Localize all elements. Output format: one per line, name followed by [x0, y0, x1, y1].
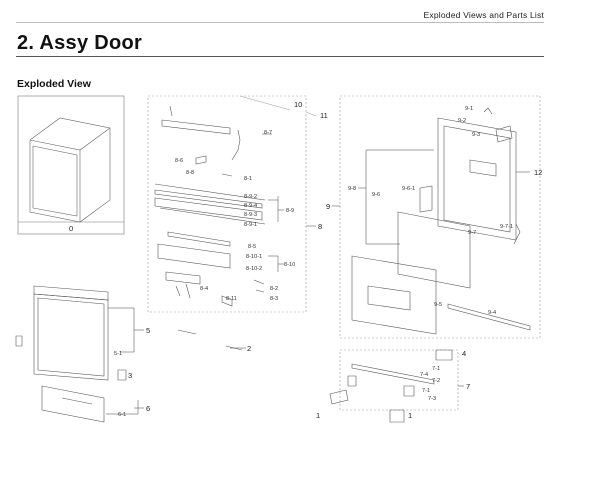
label-1b: 1: [408, 411, 412, 420]
label-9-8: 9-8: [348, 186, 356, 192]
leader-lines: [106, 133, 530, 415]
label-8-9-1: 8-9-1: [244, 222, 257, 228]
label-8-9-3: 8-9-3: [244, 212, 257, 218]
label-7-4: 7-4: [420, 372, 428, 378]
group-9-parts: [351, 107, 531, 335]
label-10: 10: [294, 100, 302, 109]
dishwasher-illustration: [29, 117, 111, 223]
label-9-7-1: 9-7-1: [500, 224, 513, 230]
label-9-5: 9-5: [434, 302, 442, 308]
label-9-3: 9-3: [472, 132, 480, 138]
label-6: 6: [146, 404, 150, 413]
label-7: 7: [466, 382, 470, 391]
label-8: 8: [318, 222, 322, 231]
label-8-9-4: 8-9-4: [244, 203, 257, 209]
group-7-box: [339, 349, 459, 411]
group-9-box: [339, 95, 541, 339]
label-11: 11: [320, 111, 328, 120]
label-8-10: 8-10: [284, 262, 295, 268]
toe-kick-panel: [41, 385, 105, 423]
label-8-10-1: 8-10-1: [246, 254, 262, 260]
title-rule: [16, 56, 544, 57]
label-9-7: 9-7: [468, 230, 476, 236]
header-section-title: Exploded Views and Parts List: [423, 10, 544, 20]
page-title: 2. Assy Door: [17, 32, 143, 54]
label-4: 4: [462, 349, 466, 358]
label-9-2: 9-2: [458, 118, 466, 124]
label-9-6-1: 9-6-1: [402, 186, 415, 192]
label-8-3: 8-3: [270, 296, 278, 302]
header-rule: [16, 22, 544, 23]
label-9-6: 9-6: [372, 192, 380, 198]
group-8-parts: [154, 105, 266, 307]
label-7-2: 7-2: [432, 378, 440, 384]
label-9-1: 9-1: [465, 106, 473, 112]
label-8-6: 8-6: [175, 158, 183, 164]
label-5: 5: [146, 326, 150, 335]
small-parts: [177, 329, 453, 423]
label-7-1: 7-1: [432, 366, 440, 372]
label-8-11: 8-11: [226, 296, 237, 302]
label-8-5: 8-5: [248, 244, 256, 250]
assembly-0-box: [17, 95, 125, 235]
label-3: 3: [128, 371, 132, 380]
label-6-1: 6-1: [118, 412, 126, 418]
group-8-box: [147, 95, 307, 313]
label-7-1b: 7-1: [422, 388, 430, 394]
label-8-4: 8-4: [200, 286, 208, 292]
label-7-3: 7-3: [428, 396, 436, 402]
label-8-8: 8-8: [186, 170, 194, 176]
outer-door-panel: [15, 285, 127, 381]
label-8-9-2: 8-9-2: [244, 194, 257, 200]
label-8-7: 8-7: [264, 130, 272, 136]
section-heading: Exploded View: [17, 78, 91, 90]
label-12: 12: [534, 168, 542, 177]
label-2: 2: [247, 344, 251, 353]
label-0: 0: [69, 224, 73, 233]
label-8-2: 8-2: [270, 286, 278, 292]
label-8-1: 8-1: [244, 176, 252, 182]
label-8-10-2: 8-10-2: [246, 266, 262, 272]
label-9: 9: [326, 202, 330, 211]
label-1a: 1: [316, 411, 320, 420]
label-5-1: 5-1: [114, 351, 122, 357]
label-9-4: 9-4: [488, 310, 496, 316]
label-8-9: 8-9: [286, 208, 294, 214]
